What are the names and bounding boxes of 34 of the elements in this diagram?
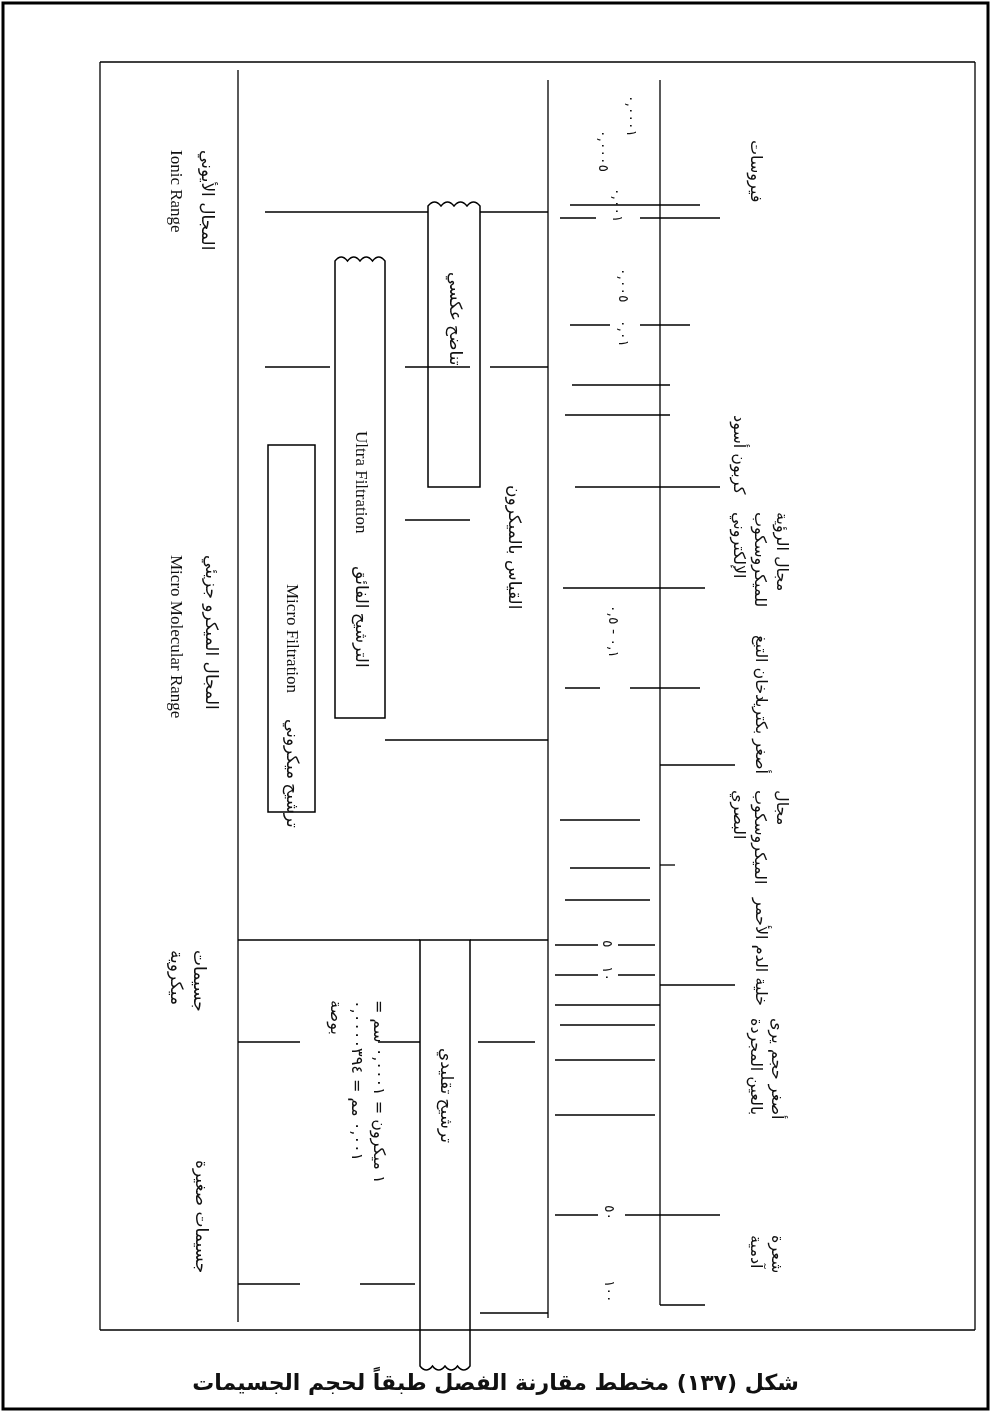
scale-value: ٠,١ - ٠,٥ xyxy=(604,605,623,658)
object-label: شعرة آدمية xyxy=(745,1235,789,1276)
bar-label: ترشيح تقليدي xyxy=(435,1048,457,1144)
scale-value: ٠,٠٠٠١ xyxy=(622,95,641,138)
bar-label: Micro Filtration xyxy=(282,584,304,694)
object-label: مجال الميكروسكوب البصري xyxy=(728,790,793,887)
scale-value: ٥٠ xyxy=(600,1205,619,1221)
bar-label: ترشيح ميكروني xyxy=(281,719,304,829)
object-label: أصغر بكتريا xyxy=(750,698,772,774)
bar-label: Ultra Filtration xyxy=(350,430,372,534)
object-label: أصغر حجم يرى بالعين المجردة xyxy=(745,1018,789,1122)
axis-title: القياس بالميكرون xyxy=(503,485,526,610)
scale-value: ٠,٠٠٠٥ xyxy=(594,130,613,173)
conversion-note: ١ ميكرون = ٠,٠٠٠١ سم = ٠,٠٠١ مم = ٠,٠٠٠٠٣٩٤ بوصة xyxy=(325,1000,390,1186)
filtration-range-bar xyxy=(335,255,385,718)
scale-value: ١٠٠ xyxy=(600,1280,619,1303)
object-label: خلية الدم الأحمر xyxy=(750,898,772,1006)
range-label: Micro Molecular Range xyxy=(165,555,187,719)
scale-value: ٠,٠٠١ xyxy=(608,188,627,223)
scale-value: ٥ xyxy=(598,940,617,948)
range-label: المجال الأيوني xyxy=(196,150,219,251)
range-label: Ionic Range xyxy=(165,150,187,233)
bar-label: الترشيح الفائق xyxy=(350,565,372,668)
bar-label: تناضح عكسي xyxy=(444,271,466,366)
range-label: جسيمات صغيرة xyxy=(190,1160,213,1274)
object-label: فيروسات xyxy=(745,140,767,203)
scale-value: ٠,٠١ xyxy=(614,320,633,347)
scale-value: ٠,٠٠٥ xyxy=(614,268,633,303)
range-label: المجال الميكرو جزيئي xyxy=(200,555,223,710)
filtration-range-bar xyxy=(428,200,480,487)
object-label: كربون أسود xyxy=(728,415,750,497)
scale-value: ١٠ xyxy=(598,966,617,982)
object-label: مجال الرؤية للميكروسكوب الإلكتروني xyxy=(728,512,793,610)
range-label: جسيمات ميكروية xyxy=(165,950,211,1014)
